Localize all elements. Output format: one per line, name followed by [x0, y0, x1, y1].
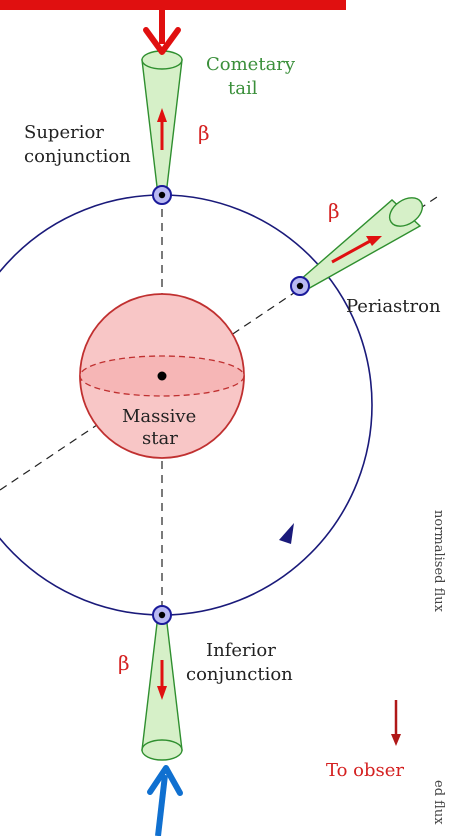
- orbit-direction-arrow: [279, 523, 294, 544]
- massive-star-label: Massive: [122, 406, 197, 427]
- top-cometary-tail: [141, 50, 183, 196]
- to-observer-label: To obser: [326, 760, 405, 781]
- massive-star: [79, 293, 245, 459]
- periastron-cometary-tail: [299, 197, 424, 291]
- massive-star-label-2: star: [142, 428, 178, 449]
- side-axis-label-2: ed flux: [431, 780, 446, 825]
- marker-inferior: [152, 605, 172, 625]
- beta-bottom-label: β: [118, 651, 130, 675]
- inferior-conjunction-label: Inferior: [206, 640, 276, 661]
- top-red-banner: [0, 0, 346, 10]
- beta-right-label: β: [328, 199, 340, 223]
- cometary-tail-label-2: tail: [228, 78, 258, 99]
- bottom-blue-arrow: [147, 765, 183, 836]
- top-red-arrow: [143, 0, 181, 55]
- superior-conjunction-label-2: conjunction: [24, 146, 131, 167]
- marker-superior: [152, 185, 172, 205]
- inferior-conjunction-label-2: conjunction: [186, 664, 293, 685]
- beta-top-label: β: [198, 121, 210, 145]
- bottom-cometary-tail: [141, 614, 183, 761]
- observer-arrow: [391, 700, 401, 746]
- marker-periastron: [290, 276, 310, 296]
- cometary-tail-label: Cometary: [206, 54, 296, 75]
- periastron-label: Periastron: [346, 296, 441, 317]
- superior-conjunction-label: Superior: [24, 122, 104, 143]
- side-axis-label-1: normalised flux: [431, 510, 446, 613]
